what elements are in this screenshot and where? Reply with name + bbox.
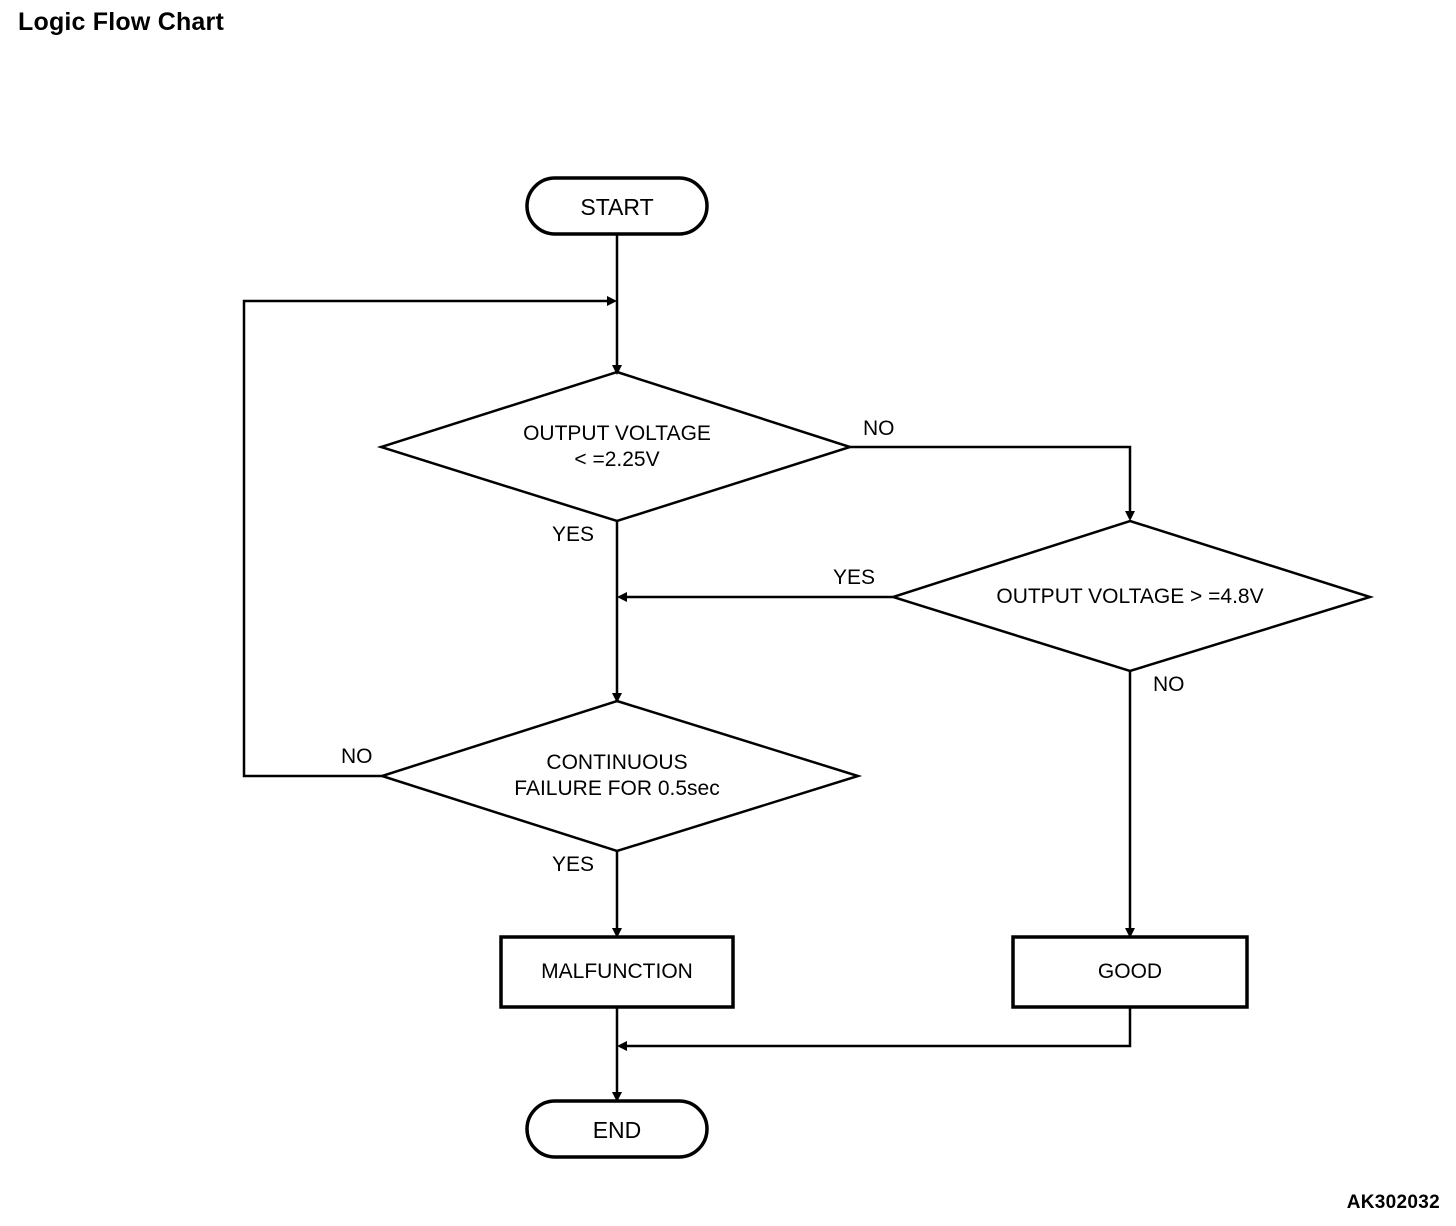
edge-decision1-no-to-decision2 (850, 445, 1135, 521)
decision2-shape (888, 519, 1375, 673)
decision3-shape (377, 699, 863, 853)
edge-decision3-no-feedback (242, 296, 617, 778)
decision1-shape (376, 370, 855, 523)
edge-good-to-end (617, 1007, 1132, 1051)
malfunction-node-shape (499, 935, 735, 1009)
start-node-shape (525, 176, 709, 236)
end-node-shape (525, 1099, 709, 1159)
good-node-shape (1011, 935, 1249, 1009)
page-title: Logic Flow Chart (18, 8, 224, 36)
figure-code-label: AK302032 (1346, 1192, 1440, 1213)
